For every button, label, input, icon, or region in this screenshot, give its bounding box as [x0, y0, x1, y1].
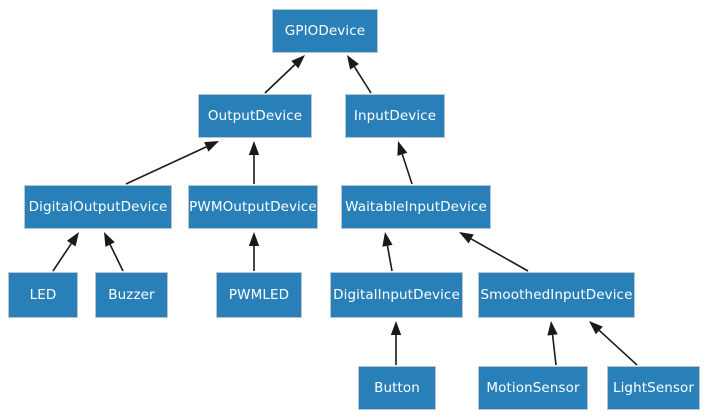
class-node-label: Button — [374, 379, 420, 396]
class-node-label: OutputDevice — [207, 107, 303, 124]
class-node-pwmoutputdevice[interactable]: PWMOutputDevice — [188, 185, 318, 229]
class-node-button[interactable]: Button — [358, 366, 436, 410]
edge-line — [353, 66, 372, 94]
arrowhead-icon — [382, 232, 393, 247]
class-node-label: Buzzer — [108, 286, 155, 303]
arrowhead-icon — [248, 232, 260, 246]
class-node-label: DigitalOutputDevice — [28, 198, 168, 215]
arrowhead-icon — [204, 141, 219, 152]
class-node-label: PWMOutputDevice — [189, 198, 317, 215]
class-node-label: LightSensor — [612, 379, 695, 396]
class-node-buzzer[interactable]: Buzzer — [95, 272, 168, 318]
inheritance-edge-digitalinputdevice-to-waitableinputdevice — [382, 232, 393, 272]
class-node-label: SmoothedInputDevice — [480, 286, 633, 303]
inheritance-edge-inputdevice-to-gpiodevice — [347, 55, 372, 94]
class-node-label: DigitalInputDevice — [333, 286, 460, 303]
class-node-label: GPIODevice — [284, 22, 366, 39]
class-node-label: WaitableInputDevice — [345, 198, 487, 215]
class-node-pwmled[interactable]: PWMLED — [216, 272, 302, 318]
edge-line — [125, 146, 207, 185]
inheritance-edge-buzzer-to-digitaloutputdevice — [104, 232, 124, 272]
arrowhead-icon — [347, 55, 359, 70]
arrowhead-icon — [589, 321, 603, 335]
arrowhead-icon — [66, 232, 79, 247]
inheritance-edge-smoothedinputdevice-to-waitableinputdevice — [459, 232, 529, 272]
edge-line — [551, 334, 557, 366]
class-node-led[interactable]: LED — [8, 272, 78, 318]
inheritance-edge-pwmled-to-pwmoutputdevice — [248, 232, 260, 271]
inheritance-edge-pwmoutputdevice-to-outputdevice — [248, 141, 260, 184]
inheritance-edge-digitaloutputdevice-to-outputdevice — [125, 141, 219, 185]
class-node-label: InputDevice — [353, 107, 437, 124]
class-node-label: LED — [29, 286, 57, 303]
inheritance-edge-motionsensor-to-smoothedinputdevice — [547, 321, 558, 366]
class-node-outputdevice[interactable]: OutputDevice — [198, 94, 312, 138]
class-node-inputdevice[interactable]: InputDevice — [345, 94, 445, 138]
class-node-lightsensor[interactable]: LightSensor — [607, 366, 700, 410]
edge-line — [598, 329, 638, 366]
edge-line — [109, 244, 124, 272]
arrowhead-icon — [459, 232, 474, 244]
arrowhead-icon — [291, 55, 305, 69]
class-node-waitableinputdevice[interactable]: WaitableInputDevice — [341, 185, 491, 229]
class-node-gpiodevice[interactable]: GPIODevice — [272, 9, 378, 53]
edge-line — [470, 238, 529, 272]
class-node-smoothedinputdevice[interactable]: SmoothedInputDevice — [478, 272, 635, 318]
arrowhead-icon — [390, 321, 402, 335]
class-node-label: MotionSensor — [486, 379, 580, 396]
inheritance-edge-outputdevice-to-gpiodevice — [264, 55, 305, 94]
arrowhead-icon — [104, 232, 115, 247]
edge-line — [386, 245, 393, 272]
inheritance-edge-button-to-digitalinputdevice — [390, 321, 402, 365]
arrowhead-icon — [397, 141, 408, 156]
inheritance-edge-waitableinputdevice-to-inputdevice — [397, 141, 413, 185]
edge-line — [52, 243, 72, 272]
class-node-label: PWMLED — [228, 286, 290, 303]
arrowhead-icon — [547, 321, 558, 336]
inheritance-edge-lightsensor-to-smoothedinputdevice — [589, 321, 638, 366]
class-node-digitalinputdevice[interactable]: DigitalInputDevice — [330, 272, 463, 318]
class-node-digitaloutputdevice[interactable]: DigitalOutputDevice — [24, 185, 172, 229]
edge-line — [264, 64, 296, 94]
inheritance-edge-led-to-digitaloutputdevice — [52, 232, 79, 272]
arrowhead-icon — [248, 141, 260, 155]
class-node-motionsensor[interactable]: MotionSensor — [478, 366, 588, 410]
edge-line — [401, 154, 413, 185]
